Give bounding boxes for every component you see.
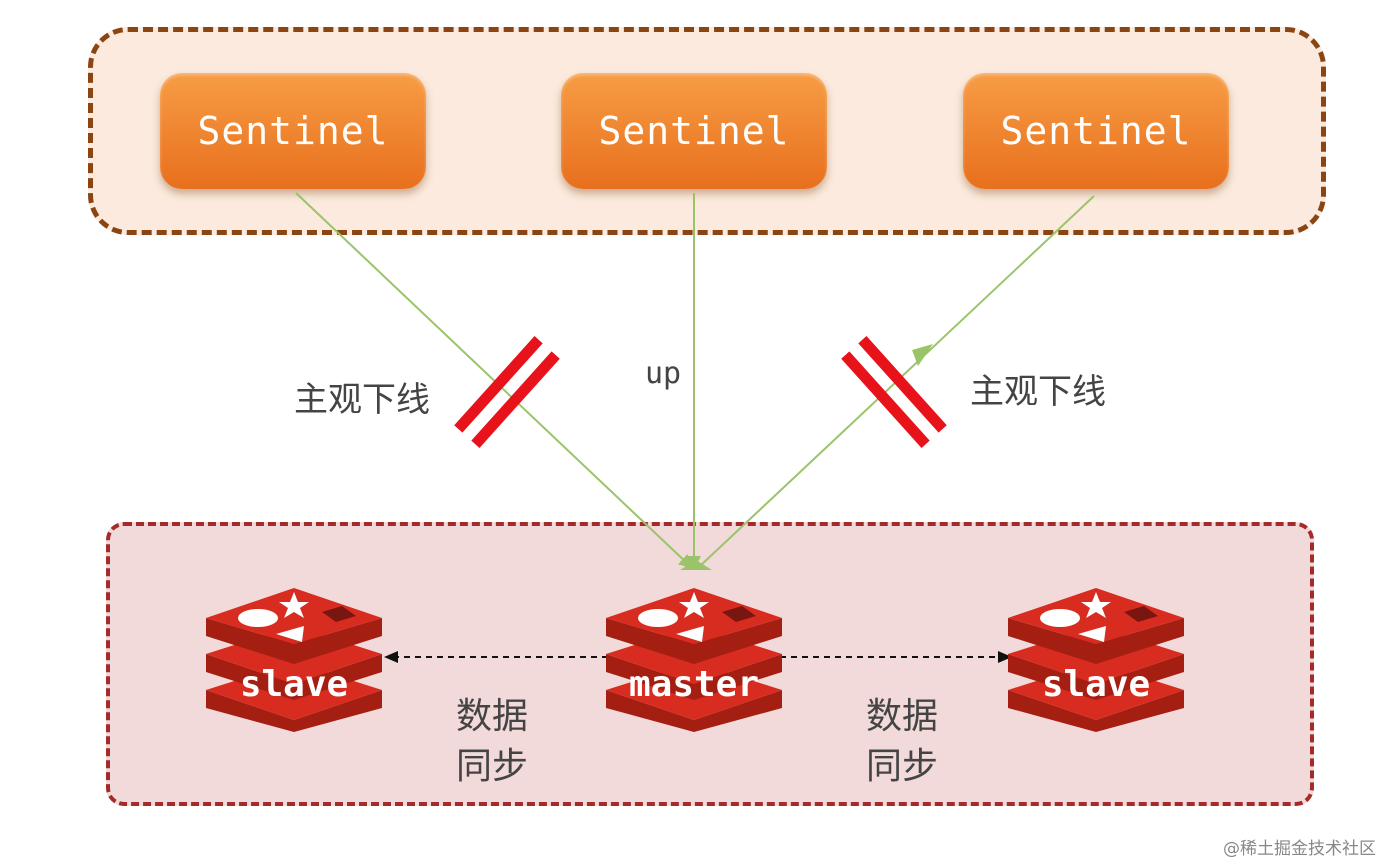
redis-slave-right: slave xyxy=(1008,582,1184,732)
redis-logo-icon xyxy=(1008,588,1184,732)
sync-label-left-line1: 数据 xyxy=(455,696,528,737)
sync-label-right-line1: 数据 xyxy=(865,696,938,737)
sentinel-node-left: Sentinel xyxy=(160,73,426,189)
arrowhead-master xyxy=(680,560,712,570)
sync-label-right-line2: 同步 xyxy=(865,746,938,787)
sentinel-node-right: Sentinel xyxy=(963,73,1229,189)
redis-slave-left: slave xyxy=(206,582,382,732)
sync-label-left-line2: 同步 xyxy=(455,746,528,787)
sync-label-right: 数据 同步 xyxy=(862,692,942,792)
link-left-sentinel-master xyxy=(295,192,693,569)
redis-master: master xyxy=(606,582,782,732)
redis-logo-icon xyxy=(606,588,782,732)
status-label-right: 主观下线 xyxy=(970,372,1106,412)
status-label-left: 主观下线 xyxy=(294,380,430,420)
node-label-right: slave xyxy=(1041,664,1151,705)
cut-mark-right xyxy=(841,336,947,448)
sentinel-node-middle: Sentinel xyxy=(561,73,827,189)
node-label-center: master xyxy=(628,664,760,705)
arrowhead-right-sentinel xyxy=(912,344,933,366)
watermark: @稀土掘金技术社区 xyxy=(1223,839,1376,859)
redis-logo-icon xyxy=(206,588,382,732)
cut-mark-left xyxy=(454,336,560,448)
node-label-left: slave xyxy=(239,664,349,705)
status-label-middle: up xyxy=(645,356,682,391)
sync-label-left: 数据 同步 xyxy=(452,692,532,792)
